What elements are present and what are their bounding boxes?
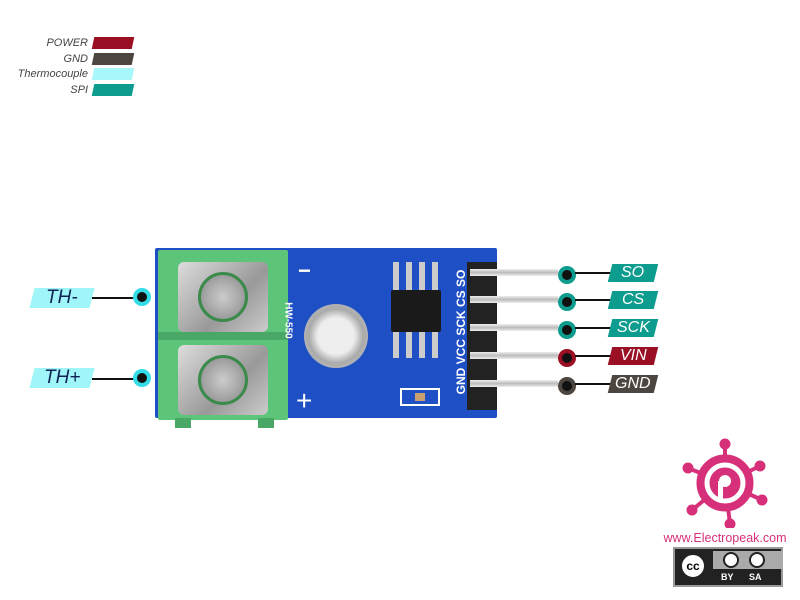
header-pin-leg <box>470 380 558 387</box>
legend-label-power: POWER <box>46 37 88 49</box>
screw-icon <box>198 355 248 405</box>
th-minus-pin-dot <box>133 288 151 306</box>
model-marking: HW-550 <box>282 302 294 339</box>
header-pin-leg <box>470 352 558 359</box>
wire <box>92 297 140 299</box>
pin-header <box>467 262 497 410</box>
ic-chip <box>391 290 441 332</box>
header-pin-leg <box>470 324 558 331</box>
pin-silkscreen: GND VCC SCK CS SO <box>454 269 468 395</box>
wire <box>575 327 613 329</box>
pin-label-cs: CS <box>607 291 659 309</box>
legend-label-spi: SPI <box>70 84 88 96</box>
cc-icon: cc <box>679 552 707 580</box>
pin-label-gnd: GND <box>607 375 659 393</box>
screw-icon <box>198 272 248 322</box>
header-pin-dot <box>558 349 576 367</box>
legend-swatch-power <box>91 37 135 49</box>
header-pin-dot <box>558 377 576 395</box>
wire <box>575 272 613 274</box>
ic-pins-bottom <box>393 332 439 358</box>
header-pin-dot <box>558 266 576 284</box>
legend-swatch-spi <box>91 84 135 96</box>
plus-marking: + <box>296 385 313 416</box>
th-plus-label: TH+ <box>29 367 95 388</box>
by-icon <box>723 552 739 568</box>
legend-swatch-thermocouple <box>91 68 135 80</box>
wire <box>575 383 613 385</box>
wire <box>575 299 613 301</box>
pin-label-so: SO <box>607 264 659 282</box>
legend-swatch-gnd <box>91 53 135 65</box>
th-minus-label: TH- <box>29 287 95 308</box>
terminal-divider <box>158 332 288 340</box>
screw-terminal-plus <box>178 345 268 415</box>
electropeak-logo <box>682 438 768 528</box>
header-pin-leg <box>470 296 558 303</box>
legend-label-gnd: GND <box>63 53 88 65</box>
header-pin-leg <box>470 269 558 276</box>
by-label: BY <box>721 572 734 582</box>
sa-label: SA <box>749 572 762 582</box>
wire <box>575 355 613 357</box>
cc-license-badge: cc BY SA <box>673 547 783 587</box>
wire <box>92 378 140 380</box>
header-pin-dot <box>558 321 576 339</box>
pin-label-vin: VIN <box>607 347 659 365</box>
minus-marking: − <box>298 258 311 283</box>
legend-label-thermocouple: Thermocouple <box>17 68 88 80</box>
ic-pins-top <box>393 262 439 290</box>
pin-label-sck: SCK <box>607 319 659 337</box>
terminal-foot <box>175 418 191 428</box>
th-plus-pin-dot <box>133 369 151 387</box>
website-link[interactable]: www.Electropeak.com <box>663 531 787 545</box>
mounting-hole <box>304 304 368 368</box>
sa-icon <box>749 552 765 568</box>
header-pin-dot <box>558 293 576 311</box>
led <box>400 388 440 406</box>
screw-terminal-minus <box>178 262 268 332</box>
terminal-foot <box>258 418 274 428</box>
